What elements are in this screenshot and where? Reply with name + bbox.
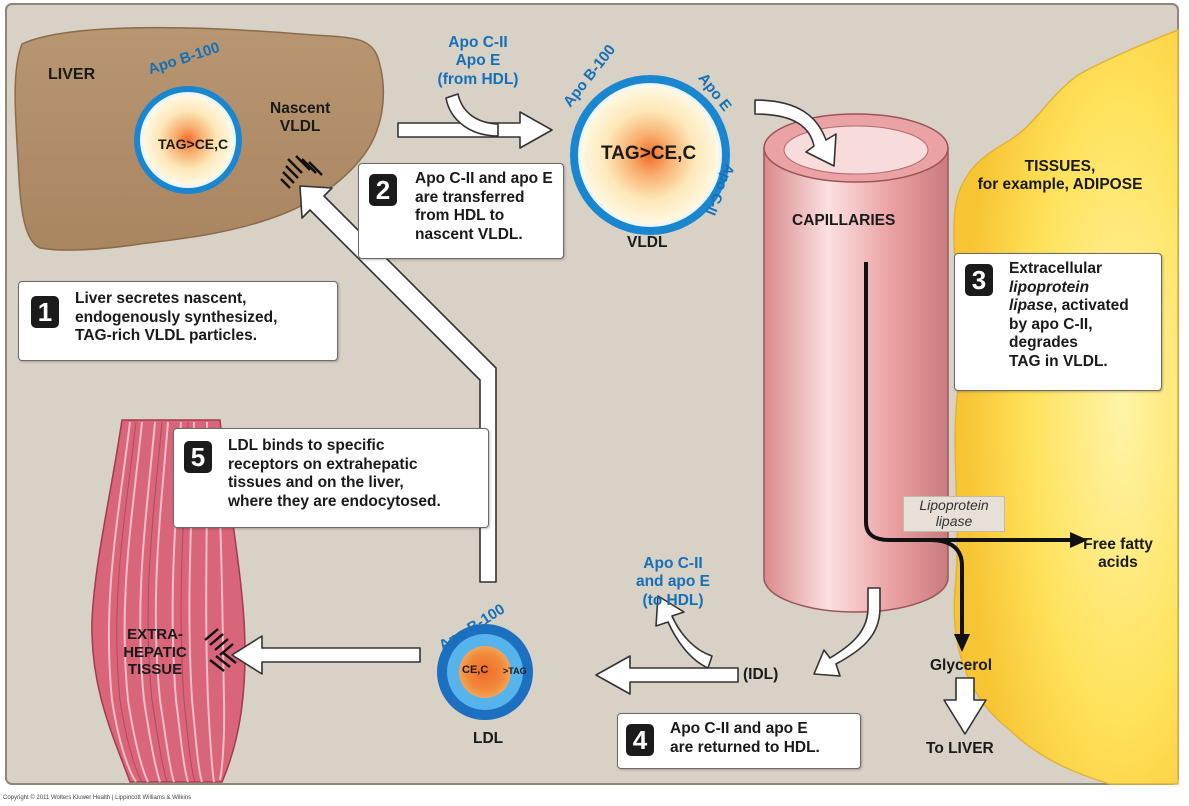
glycerol-arrowhead [954,634,970,652]
capillary-tube [763,113,949,613]
extrahepatic-muscle [91,419,246,783]
step-5-number: 5 [184,441,212,473]
step-5-text: LDL binds to specific receptors on extra… [228,437,441,510]
ldl-core-right-label: >TAG [503,666,527,676]
idl-label: (IDL) [743,666,779,683]
step-3-number: 3 [965,264,993,296]
ldl-particle [437,624,533,720]
step-1-text: Liver secretes nascent, endogenously syn… [75,290,278,345]
arrow-ldl-to-liver [299,185,497,583]
glycerol-pathway-line [929,538,964,636]
step-5-box: 5 LDL binds to specific receptors on ext… [173,428,489,528]
arrow-capillary-to-idl [813,587,881,677]
step-4-box: 4 Apo C-II and apo E are returned to HDL… [617,713,861,769]
tissues-label: TISSUES, for example, ADIPOSE [977,158,1143,194]
liver-receptor-icon [280,155,323,189]
ldl-label: LDL [473,730,504,747]
step-4-text: Apo C-II and apo E are returned to HDL. [670,720,820,756]
vldl-tag-label: TAG>CE,C [601,143,697,164]
arrow-vldl-to-capillary [754,99,837,167]
lipase-pathway-line [864,262,1070,542]
liver-tag-label: TAG>CE,C [158,136,229,152]
apo-to-hdl-label: Apo C-II and apo E (to HDL) [635,555,711,609]
arrow-ldl-to-extrahepatic [231,635,421,675]
copyright-text: Copyright © 2011 Wolters Kluwer Health |… [3,795,192,801]
step-2-box: 2 Apo C-II and apo E are transferred fro… [358,163,564,259]
step-3-lipoprotein-lipase: lipoprotein lipase [1009,278,1090,315]
nascent-vldl-label: Nascent VLDL [270,100,331,136]
step-2-number: 2 [369,174,397,206]
free-fatty-acids-label: Free fatty acids [1083,536,1153,572]
lipoprotein-lipase-label: Lipoprotein lipase [903,496,1005,532]
arrow-idl-to-ldl [595,655,739,695]
vldl-particle [570,75,730,235]
nascent-vldl-particle [134,86,242,194]
arrow-apo-from-hdl [445,93,499,137]
extrahepatic-receptor-icon [204,628,237,672]
liver-label: LIVER [48,66,96,83]
capillaries-label: CAPILLARIES [792,212,896,229]
step-3-text-c: , activated by apo C-II, degrades TAG in… [1009,297,1129,370]
step-3-text: Extracellular lipoprotein lipase, activa… [1009,260,1159,372]
step-3-text-a: Extracellular [1009,260,1103,277]
step-2-text: Apo C-II and apo E are transferred from … [415,170,553,243]
extrahepatic-tissue-label: EXTRA- HEPATIC TISSUE [123,626,187,679]
step-3-box: 3 Extracellular lipoprotein lipase, acti… [954,253,1162,391]
arrow-glycerol-to-liver [943,677,987,735]
to-liver-label: To LIVER [926,740,994,757]
ldl-core-left-label: CE,C [462,664,489,676]
apo-from-hdl-label: Apo C-II Apo E (from HDL) [437,34,519,88]
step-1-number: 1 [31,296,59,328]
glycerol-label: Glycerol [930,657,993,674]
step-1-box: 1 Liver secretes nascent, endogenously s… [18,281,338,361]
vldl-label: VLDL [627,234,668,251]
free-fatty-acids-arrowhead [1070,532,1088,548]
step-4-number: 4 [626,724,654,756]
arrow-apo-to-hdl [655,595,713,669]
